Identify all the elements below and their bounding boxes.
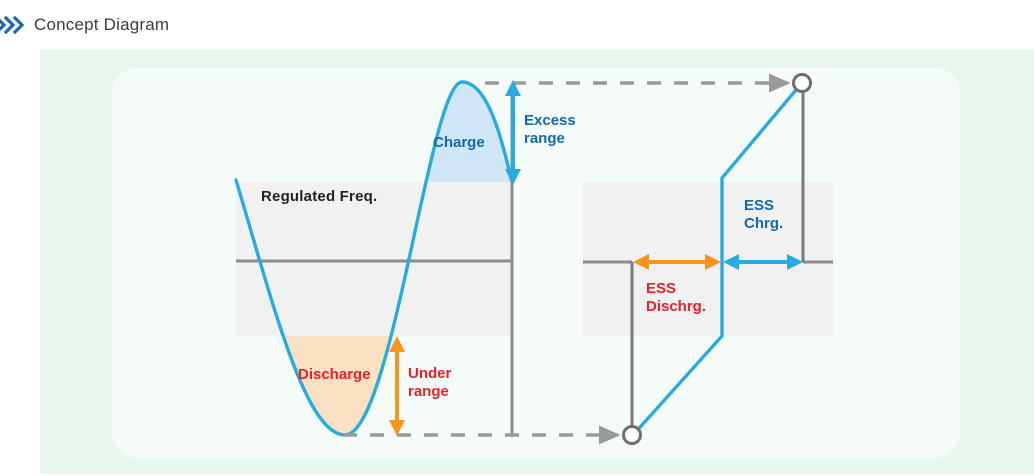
double-chevron-right-icon	[0, 15, 25, 35]
label-excess-range: Excess range	[524, 112, 576, 147]
page-header: Concept Diagram	[0, 0, 1034, 50]
label-under-range: Under range	[408, 365, 452, 400]
label-ess-charge: ESS Chrg.	[744, 197, 784, 232]
label-ess-discharge: ESS Dischrg.	[646, 280, 707, 315]
label-charge: Charge	[433, 134, 485, 151]
label-regulated-freq: Regulated Freq.	[261, 188, 378, 205]
page-title: Concept Diagram	[34, 15, 170, 34]
label-discharge: Discharge	[298, 366, 371, 383]
